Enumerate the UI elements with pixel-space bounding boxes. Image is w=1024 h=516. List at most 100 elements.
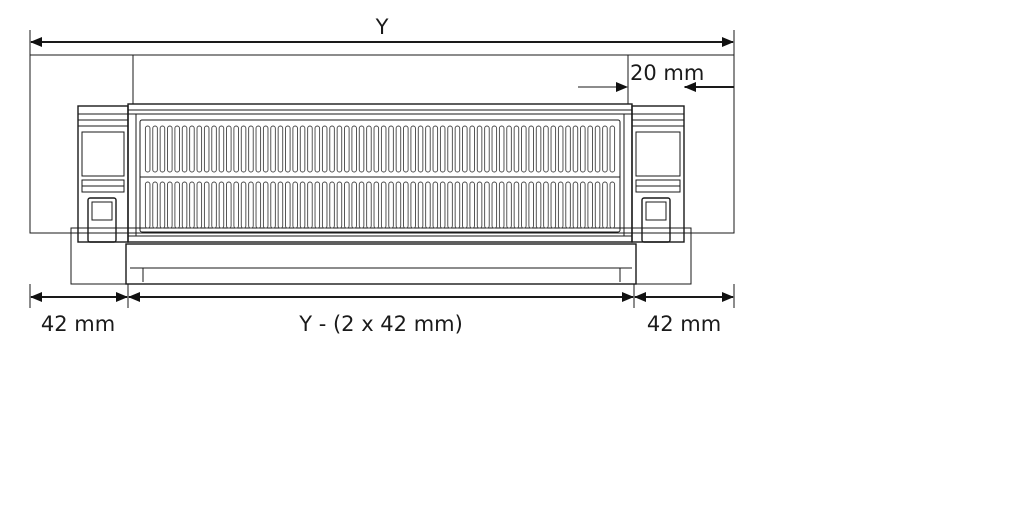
grille-slot — [388, 181, 394, 229]
grille-slot — [580, 125, 586, 173]
grille-slot — [439, 181, 446, 229]
grille-slot — [513, 125, 520, 173]
grille-slot — [270, 125, 276, 173]
grille-slot — [580, 181, 586, 229]
grille-slot — [159, 125, 166, 173]
grille-slot — [462, 181, 468, 229]
grille-slot — [285, 125, 291, 173]
grille-slot — [380, 125, 387, 173]
grille-slot — [439, 125, 446, 173]
grille-slot — [373, 125, 380, 173]
grille-slot — [181, 125, 188, 173]
grille-slot — [417, 125, 424, 173]
grille-slot — [543, 125, 549, 173]
grille-slot — [602, 125, 608, 173]
grille-slot — [498, 181, 505, 229]
dimension-overall: Y — [29, 15, 735, 55]
grille-slot — [491, 181, 498, 229]
grille-slot — [587, 181, 593, 229]
grille-slots — [140, 125, 620, 229]
grille-slot — [395, 181, 402, 229]
grille-slot — [609, 125, 616, 173]
grille-slot — [425, 125, 431, 173]
grille-slot — [550, 125, 557, 173]
heater-body — [127, 103, 633, 243]
wall-outline — [29, 54, 735, 234]
grille-slot — [226, 125, 232, 173]
grille-slot — [528, 181, 534, 229]
grille-slot — [262, 181, 269, 229]
grille-slot — [469, 125, 475, 173]
grille-slot — [255, 125, 262, 173]
grille-slot — [277, 181, 284, 229]
grille-slot — [521, 181, 527, 229]
grille-slot — [454, 181, 461, 229]
grille-slot — [307, 125, 313, 173]
grille-slot — [594, 125, 601, 173]
grille-slot — [314, 125, 321, 173]
grille-slot — [167, 125, 173, 173]
grille-slot — [144, 125, 151, 173]
dimension-overall-label: Y — [375, 15, 389, 39]
grille-slot — [336, 125, 343, 173]
dimension-offset-label: 20 mm — [630, 61, 704, 85]
dimension-right-end-label: 42 mm — [647, 312, 721, 336]
grille-slot — [152, 181, 158, 229]
grille-slot — [285, 181, 291, 229]
grille-slot — [557, 181, 564, 229]
grille-slot — [373, 181, 380, 229]
grille-slot — [565, 125, 571, 173]
grille-slot — [462, 125, 468, 173]
grille-slot — [521, 125, 527, 173]
grille-slot — [366, 181, 372, 229]
grille-slot — [432, 181, 439, 229]
grille-slot — [314, 181, 321, 229]
grille-slot — [344, 181, 350, 229]
grille-slot — [484, 181, 490, 229]
grille-slot — [447, 181, 453, 229]
grille-slot — [299, 181, 306, 229]
grille-slot — [358, 181, 365, 229]
dimension-left-end-label: 42 mm — [41, 312, 115, 336]
grille-slot — [380, 181, 387, 229]
grille-slot — [233, 181, 239, 229]
grille-slot — [528, 125, 534, 173]
grille-slot — [417, 181, 424, 229]
dimension-bottom: 42 mm Y - (2 x 42 mm) 42 mm — [29, 284, 735, 336]
grille-slot — [344, 125, 350, 173]
grille-slot — [484, 125, 490, 173]
grille-slot — [321, 125, 328, 173]
dimension-offset: 20 mm — [578, 61, 734, 92]
grille-slot — [255, 181, 262, 229]
grille-slot — [506, 181, 512, 229]
grille-slot — [196, 125, 203, 173]
grille-slot — [299, 125, 306, 173]
grille-slot — [159, 181, 166, 229]
grille-slot — [535, 181, 542, 229]
grille-slot — [277, 125, 284, 173]
grille-slot — [506, 125, 512, 173]
grille-slot — [181, 181, 188, 229]
grille-slot — [167, 181, 173, 229]
grille-slot — [410, 181, 416, 229]
grille-slot — [572, 125, 579, 173]
grille-slot — [321, 181, 328, 229]
grille-slot — [203, 125, 210, 173]
grille-slot — [550, 181, 557, 229]
grille-slot — [292, 181, 298, 229]
grille-slot — [307, 181, 313, 229]
grille-slot — [476, 181, 483, 229]
grille-slot — [403, 181, 409, 229]
right-end-cap — [631, 105, 685, 243]
grille-slot — [351, 125, 357, 173]
grille-slot — [248, 181, 254, 229]
grille-slot — [535, 125, 542, 173]
grille-slot — [513, 181, 520, 229]
grille-slot — [609, 181, 616, 229]
grille-slot — [240, 181, 247, 229]
grille-slot — [491, 125, 498, 173]
grille-slot — [248, 125, 254, 173]
base-plate — [70, 227, 692, 285]
left-end-cap — [77, 105, 129, 243]
